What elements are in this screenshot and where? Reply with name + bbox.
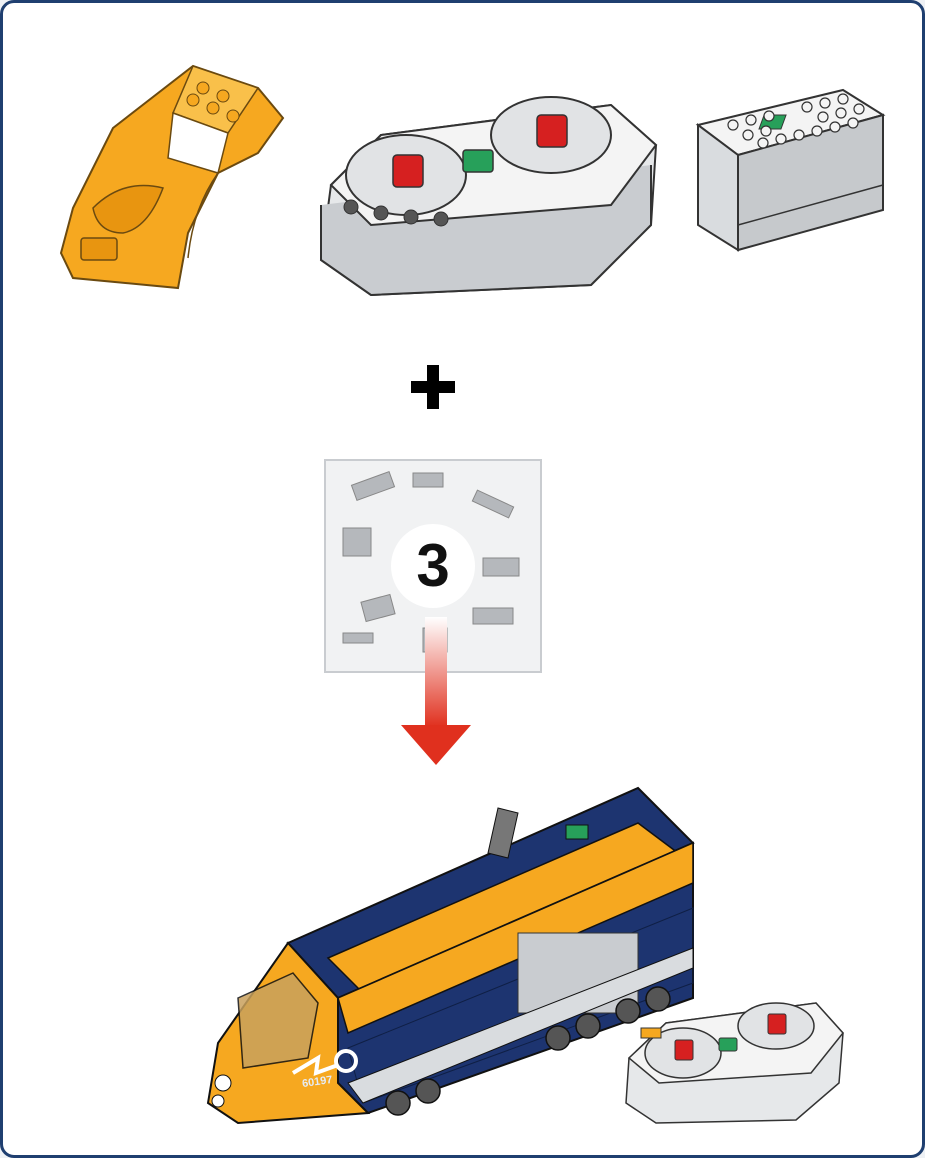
remote-control-small [621,998,846,1128]
arrow-down-icon [401,617,471,767]
bag-number: 3 [401,528,465,602]
battery-box [693,85,888,255]
plus-icon [411,365,455,409]
remote-control [311,95,663,305]
yellow-nose-piece [53,58,288,298]
